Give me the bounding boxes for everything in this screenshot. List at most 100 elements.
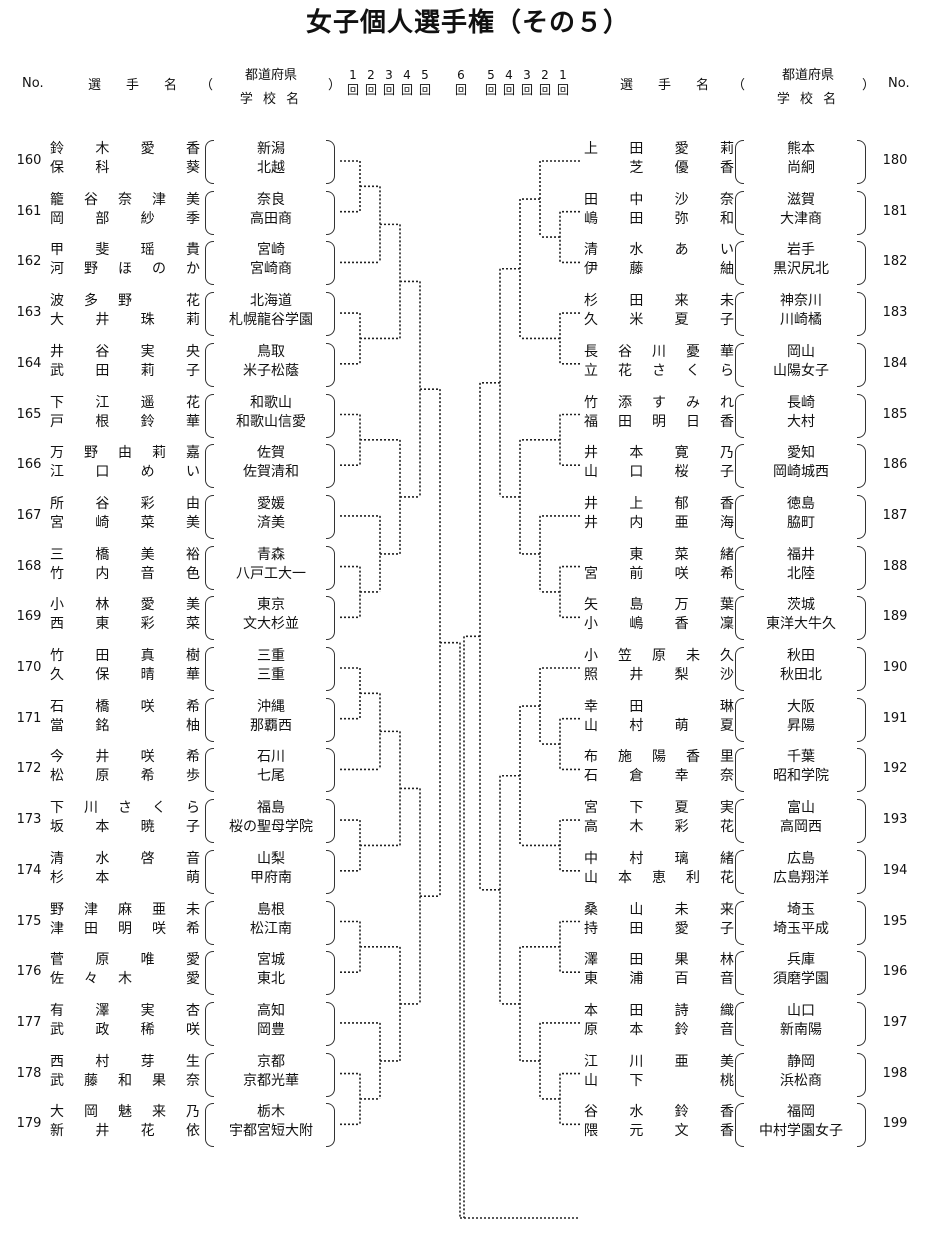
paren-right — [857, 190, 866, 235]
player-name: 竹添すみれ — [584, 394, 734, 411]
player-pair: 菅原唯愛佐々木愛 — [50, 951, 200, 989]
prefecture: 岡山 — [787, 343, 815, 360]
prefecture: 兵庫 — [787, 952, 815, 969]
prefecture: 奈良 — [257, 191, 285, 208]
prefecture: 滋賀 — [787, 191, 815, 208]
school-name: 尚絅 — [787, 160, 815, 176]
player-name: 武藤和果奈 — [50, 1072, 200, 1089]
player-name: 照井梨沙 — [584, 667, 734, 683]
entry-number: 161 — [16, 203, 42, 219]
prefecture: 栃木 — [257, 1104, 285, 1121]
paren-right — [857, 697, 866, 742]
school-name: 佐賀清和 — [243, 464, 299, 481]
player-name: 石倉幸奈 — [584, 768, 734, 785]
player-name: 清水啓音 — [50, 850, 200, 867]
paren-right — [326, 1052, 335, 1097]
player-pair: 桑山未来持田愛子 — [584, 901, 734, 939]
player-pair: 下川さくら坂本暁子 — [50, 799, 200, 837]
entry-number: 179 — [16, 1116, 42, 1132]
entry-number: 182 — [882, 254, 908, 270]
player-name: 中村璃緒 — [584, 850, 734, 867]
header-paren-open-left: （ — [200, 78, 214, 93]
player-pair: 万野由莉嘉江口めい — [50, 444, 200, 482]
player-name: 野津麻亜未 — [50, 901, 200, 918]
header-player-left: 選 手 名 — [88, 78, 184, 93]
player-name: 大井珠莉 — [50, 312, 200, 329]
header-paren-close-right: ） — [862, 78, 876, 93]
player-pair: 幸田琳山村萌夏 — [584, 698, 734, 736]
player-name: 籠谷奈津美 — [50, 191, 200, 208]
player-name: 井内亜海 — [584, 514, 734, 531]
player-name: 今井咲希 — [50, 749, 200, 766]
school-name: 北陸 — [787, 565, 815, 582]
player-name: 竹内音色 — [50, 565, 200, 582]
paren-right — [857, 545, 866, 590]
entry-number: 175 — [16, 913, 42, 929]
school-name: 宇都宮短大附 — [229, 1123, 313, 1140]
school-name: 埼玉平成 — [773, 920, 829, 937]
paren-left — [205, 292, 214, 337]
paren-left — [735, 292, 744, 337]
paren-left — [205, 1001, 214, 1046]
player-pair: 小林愛美西東彩菜 — [50, 596, 200, 634]
player-name: 江川亜美 — [584, 1053, 734, 1070]
player-name: 有澤実杏 — [50, 1002, 200, 1019]
entry-number: 185 — [882, 406, 908, 422]
player-name: 東菜緒 — [629, 546, 734, 563]
player-name: 久保晴華 — [50, 667, 200, 683]
school-name: 東洋大牛久 — [766, 616, 836, 633]
school-name: 浜松商 — [780, 1072, 822, 1089]
prefecture: 三重 — [257, 648, 285, 664]
player-pair: 上田愛莉芝優香 — [584, 140, 734, 178]
player-pair: 西村芽生武藤和果奈 — [50, 1053, 200, 1091]
school-name: 三重 — [257, 667, 285, 683]
player-pair: 江川亜美山下桃 — [584, 1053, 734, 1091]
player-name: 鈴木愛香 — [50, 141, 200, 157]
prefecture: 大阪 — [787, 698, 815, 715]
school-name: 松江南 — [250, 920, 292, 937]
player-name: 戸根鈴華 — [50, 413, 200, 430]
player-name: 久米夏子 — [584, 312, 734, 329]
entry-number: 189 — [882, 609, 908, 625]
player-name: 杉田来未 — [584, 293, 734, 310]
player-name: 竹田真樹 — [50, 648, 200, 664]
entry-number: 187 — [882, 507, 908, 523]
school-name: 八戸工大一 — [236, 565, 306, 582]
player-pair: 中村璃緒山本恵利花 — [584, 850, 734, 888]
paren-left — [735, 190, 744, 235]
player-name: 立花さくら — [584, 362, 734, 379]
school-name: 七尾 — [257, 768, 285, 785]
player-name: 坂本暁子 — [50, 819, 200, 836]
player-name: 小嶋香凜 — [584, 616, 734, 633]
header-no-right: No. — [888, 76, 910, 91]
entry-number: 190 — [882, 660, 908, 675]
player-pair: 鈴木愛香保科葵 — [50, 140, 200, 178]
player-name: 桑山未来 — [584, 901, 734, 918]
paren-left — [735, 393, 744, 438]
player-pair: 井谷実央武田莉子 — [50, 343, 200, 381]
player-pair: 甲斐瑶貴河野ほのか — [50, 241, 200, 279]
player-name: 矢島万葉 — [584, 597, 734, 614]
player-pair: 谷水鈴香隈元文香 — [584, 1103, 734, 1141]
paren-left — [735, 647, 744, 691]
player-name: 東浦百音 — [584, 971, 734, 988]
player-name: 本田詩織 — [584, 1002, 734, 1019]
prefecture: 鳥取 — [257, 343, 285, 360]
school-name: 大津商 — [780, 210, 822, 227]
entry-number: 194 — [882, 862, 908, 878]
